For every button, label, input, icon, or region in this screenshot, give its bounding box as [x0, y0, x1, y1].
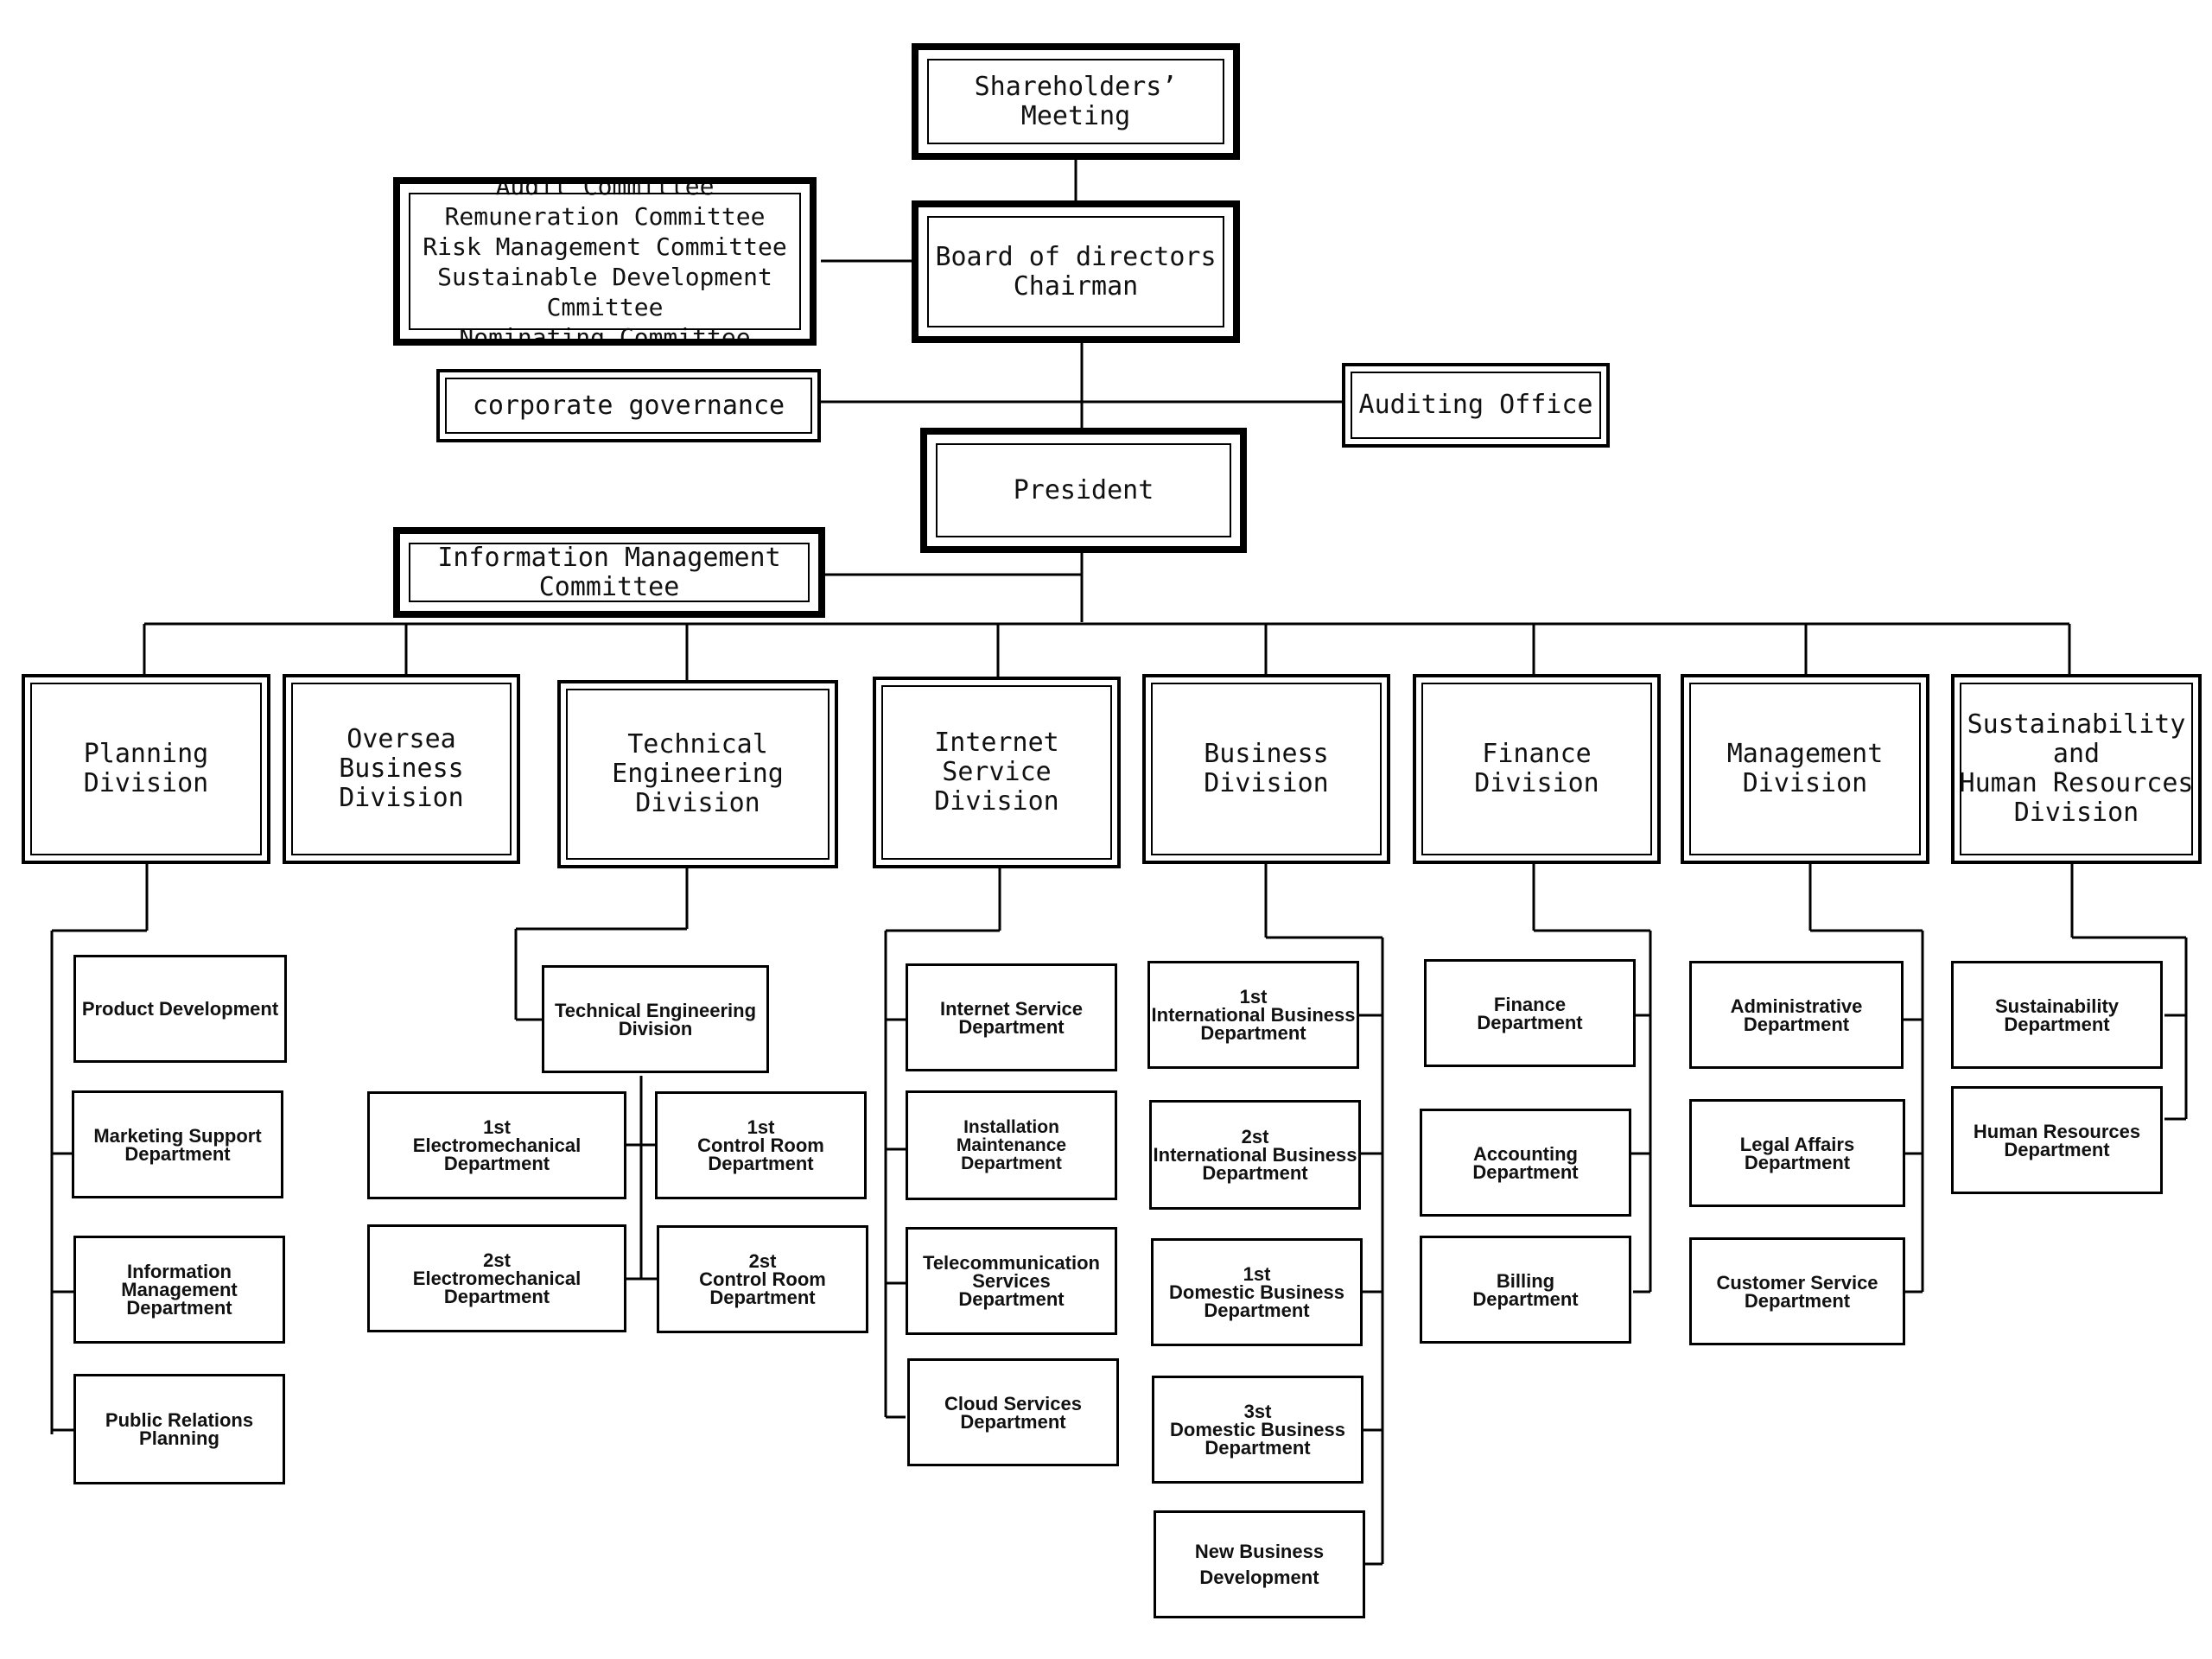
committees-box: Audit Committee Remuneration Committee R…	[393, 177, 817, 346]
dept-information-management: Information Management Department	[73, 1236, 285, 1344]
division-oversea-business: Oversea Business Division	[283, 674, 520, 864]
dept-3st-domestic-business: 3st Domestic Business Department	[1152, 1376, 1363, 1484]
dept-accounting: Accounting Department	[1420, 1109, 1631, 1217]
division-internet-service: Internet Service Division	[873, 677, 1121, 868]
dept-1st-electromechanical: 1st Electromechanical Department	[367, 1091, 626, 1199]
division-technical-engineering: Technical Engineering Division	[557, 680, 838, 868]
corporate-governance-box: corporate governance	[436, 369, 821, 442]
dept-billing: Billing Department	[1420, 1236, 1631, 1344]
information-management-committee-box: Information Management Committee	[393, 527, 825, 618]
dept-sustainability: Sustainability Department	[1951, 961, 2163, 1069]
dept-internet-service: Internet Service Department	[906, 963, 1117, 1071]
shareholders-meeting-box: Shareholders’ Meeting	[912, 43, 1240, 160]
dept-customer-service: Customer Service Department	[1689, 1237, 1905, 1345]
dept-administrative: Administrative Department	[1689, 961, 1904, 1069]
dept-product-development: Product Development	[73, 955, 287, 1063]
dept-1st-international-business: 1st International Business Department	[1147, 961, 1359, 1069]
dept-technical-engineering: Technical Engineering Division	[542, 965, 769, 1073]
dept-marketing-support: Marketing Support Department	[72, 1090, 283, 1198]
division-finance: Finance Division	[1413, 674, 1661, 864]
dept-cloud-services: Cloud Services Department	[907, 1358, 1119, 1466]
dept-1st-domestic-business: 1st Domestic Business Department	[1151, 1238, 1363, 1346]
auditing-office-box: Auditing Office	[1342, 363, 1610, 448]
board-of-directors-box: Board of directors Chairman	[912, 200, 1240, 343]
division-management: Management Division	[1681, 674, 1929, 864]
division-planning: Planning Division	[22, 674, 270, 864]
dept-2st-control-room: 2st Control Room Department	[657, 1225, 868, 1333]
dept-legal-affairs: Legal Affairs Department	[1689, 1099, 1905, 1207]
president-box: President	[920, 428, 1247, 553]
division-business: Business Division	[1142, 674, 1390, 864]
division-sustainability-hr: Sustainability and Human Resources Divis…	[1951, 674, 2202, 864]
dept-new-business-development: New Business Development	[1154, 1510, 1365, 1618]
dept-human-resources: Human Resources Department	[1951, 1086, 2163, 1194]
dept-2st-international-business: 2st International Business Department	[1149, 1100, 1361, 1210]
dept-installation-maintenance: Installation Maintenance Department	[906, 1090, 1117, 1200]
dept-1st-control-room: 1st Control Room Department	[655, 1091, 867, 1199]
dept-finance: Finance Department	[1424, 959, 1636, 1067]
dept-telecommunication-services: Telecommunication Services Department	[906, 1227, 1117, 1335]
dept-2st-electromechanical: 2st Electromechanical Department	[367, 1224, 626, 1332]
dept-public-relations-planning: Public Relations Planning	[73, 1374, 285, 1484]
